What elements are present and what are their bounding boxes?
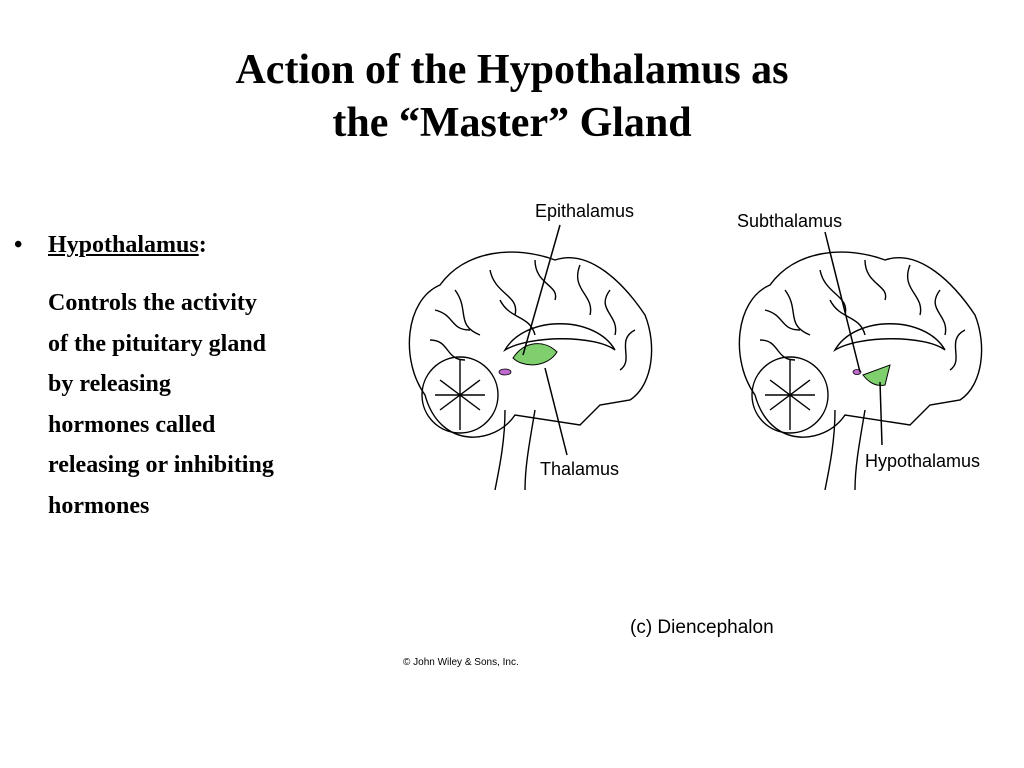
brain-left <box>408 251 653 491</box>
bullet-item: • Hypothalamus: <box>14 230 384 260</box>
label-subthalamus: Subthalamus <box>737 211 842 231</box>
bullet-symbol: • <box>14 232 23 258</box>
body-line-5: releasing or inhibiting <box>48 452 274 478</box>
brain-left-outline <box>408 251 653 438</box>
figure-caption: (c) Diencephalon <box>630 617 774 638</box>
bullet-term: Hypothalamus <box>48 232 199 258</box>
brain-left-cerebellum <box>421 356 499 434</box>
diencephalon-figure: Epithalamus Subthalamus Thalamus Hypotha… <box>403 201 983 668</box>
brain-right-cerebellum <box>751 356 829 434</box>
epithalamus-leader-line <box>522 224 561 356</box>
bullet-heading: • Hypothalamus: <box>14 230 384 260</box>
brain-left-cerebellum-folia <box>435 360 485 430</box>
brain-right-corpus-callosum <box>833 323 946 352</box>
brain-left-brainstem <box>494 409 536 491</box>
brain-right-brainstem <box>824 409 866 491</box>
body-line-3: by releasing <box>48 371 171 397</box>
slide-title: Action of the Hypothalamus as the “Maste… <box>0 44 1024 150</box>
brain-left-gyri <box>454 259 636 371</box>
bullet-body: Controls the activity of the pituitary g… <box>48 283 388 526</box>
body-line-6: hormones <box>48 492 150 519</box>
label-hypothalamus: Hypothalamus <box>865 451 980 471</box>
brain-right <box>738 251 983 491</box>
thalamus-highlight <box>512 343 558 366</box>
title-line-1: Action of the Hypothalamus as <box>235 47 789 93</box>
copyright-notice: © John Wiley & Sons, Inc. <box>403 657 519 668</box>
hypothalamus-leader-line <box>879 381 883 446</box>
body-line-2: of the pituitary gland <box>48 330 267 357</box>
brain-right-cerebellum-folia <box>765 360 815 430</box>
brain-left-corpus-callosum <box>503 323 616 352</box>
epithalamus-highlight <box>498 368 512 376</box>
brain-right-outline <box>738 251 983 438</box>
thalamus-leader-line <box>544 367 568 456</box>
subthalamus-leader-line <box>824 231 861 373</box>
label-epithalamus: Epithalamus <box>535 201 634 221</box>
hypothalamus-highlight <box>862 364 891 386</box>
label-thalamus: Thalamus <box>540 459 619 479</box>
brain-right-gyri <box>784 259 966 371</box>
body-line-4: hormones called <box>48 411 216 438</box>
brain-left-sulci <box>429 299 536 361</box>
body-line-1: Controls the activity <box>48 290 257 316</box>
bullet-colon: : <box>198 232 207 258</box>
brain-right-sulci <box>759 299 866 361</box>
title-line-2: the “Master” Gland <box>332 100 692 146</box>
